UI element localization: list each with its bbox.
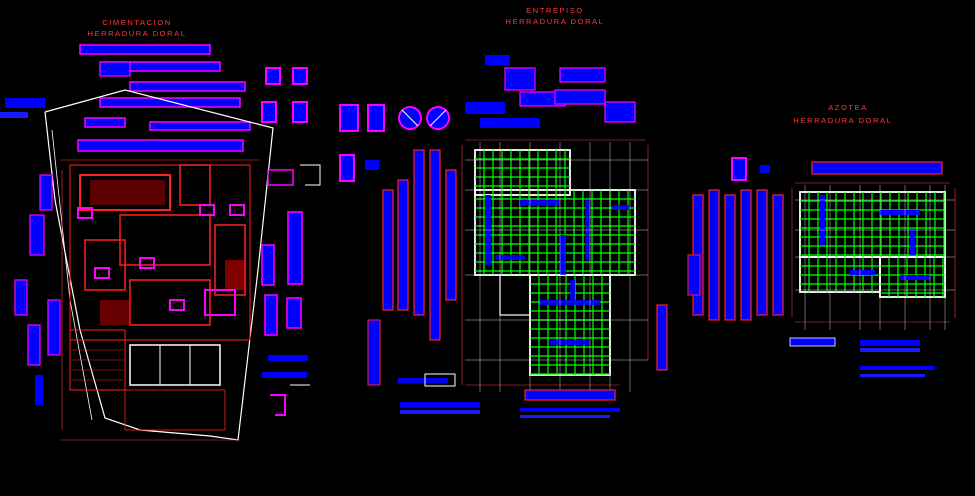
sheet-subtitle-cimentacion: HERRADURA DORAL <box>87 29 186 38</box>
column-sections-left <box>14 174 61 405</box>
column-details-entrepiso <box>339 104 450 182</box>
bottom-sections-azotea <box>789 337 935 377</box>
column-details-cimentacion <box>261 67 321 416</box>
sheet-title-azotea: AZOTEA <box>828 103 868 112</box>
sheet-subtitle-entrepiso: HERRADURA DORAL <box>505 17 604 26</box>
dimension-lines-azotea <box>791 182 956 323</box>
sheet-title-cimentacion: CIMENTACION <box>102 18 172 27</box>
sheet-subtitle-azotea: HERRADURA DORAL <box>793 116 892 125</box>
dimension-lines-entrepiso <box>461 139 649 386</box>
sheet-azotea: AZOTEA HERRADURA DORAL <box>687 103 956 377</box>
axis-lines-azotea <box>795 185 955 330</box>
beam-elevations-azotea <box>687 189 784 321</box>
sheet-cimentacion: CIMENTACION HERRADURA DORAL <box>0 18 321 441</box>
sheet-title-entrepiso: ENTREPISO <box>526 6 584 15</box>
beam-sections-entrepiso <box>465 55 636 128</box>
foundation-plan <box>69 164 251 431</box>
axis-lines-entrepiso <box>465 142 648 392</box>
sheet-entrepiso: ENTREPISO HERRADURA DORAL <box>339 6 668 418</box>
beam-sections-top <box>0 44 251 152</box>
beam-elevations-entrepiso <box>367 149 457 386</box>
bottom-sections-entrepiso <box>398 304 668 418</box>
dimension-lines-cimentacion <box>60 159 260 441</box>
azotea-plan <box>799 191 946 298</box>
beam-sections-azotea <box>731 157 943 181</box>
